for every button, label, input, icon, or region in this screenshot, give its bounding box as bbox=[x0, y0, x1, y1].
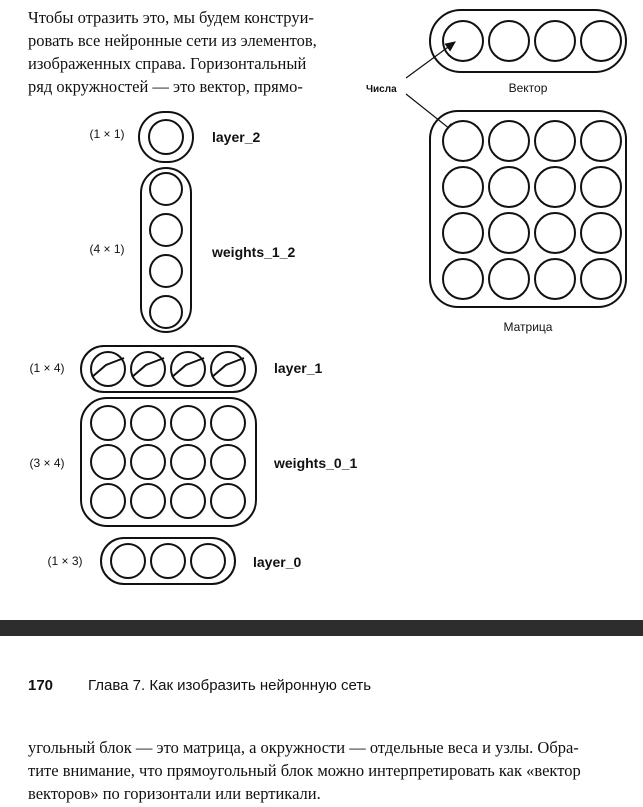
matrix-label: Матрица bbox=[504, 320, 553, 334]
continuation-line: тите внимание, что прямоугольный блок мо… bbox=[28, 761, 581, 780]
weights-0-1-dims: (3 × 4) bbox=[29, 456, 64, 470]
intro-line: Чтобы отразить это, мы будем конструи- bbox=[28, 8, 314, 27]
chapter-title: Глава 7. Как изобразить нейронную сеть bbox=[88, 677, 372, 694]
weights-1-2-block bbox=[140, 167, 192, 333]
numbers-label: Числа bbox=[366, 84, 397, 95]
layer-0-dims: (1 × 3) bbox=[47, 554, 82, 568]
intro-line: ряд окружностей — это вектор, прямо- bbox=[28, 77, 303, 96]
weights-1-2-label: weights_1_2 bbox=[211, 244, 295, 260]
layer-2-label: layer_2 bbox=[212, 129, 260, 145]
weights-0-1-label: weights_0_1 bbox=[273, 455, 357, 471]
arrow-to-vector bbox=[405, 41, 456, 79]
intro-line: изображенных справа. Горизонтальный bbox=[28, 54, 307, 73]
vector-example bbox=[429, 9, 627, 73]
continuation-line: векторов» по горизонтали или вертикали. bbox=[28, 784, 321, 803]
vector-label: Вектор bbox=[509, 81, 548, 95]
layer-2-dims: (1 × 1) bbox=[89, 127, 124, 141]
neural-network-figure: Вектор Числа Матрица (1 × 1) layer_2 bbox=[29, 9, 627, 585]
layer-2-block bbox=[138, 111, 194, 163]
arrow-to-matrix bbox=[405, 93, 456, 134]
weights-1-2-dims: (4 × 1) bbox=[89, 242, 124, 256]
layer-0-block bbox=[100, 537, 236, 585]
intro-line: ровать все нейронные сети из элементов, bbox=[28, 31, 317, 50]
page-number: 170 bbox=[28, 677, 54, 694]
page-divider bbox=[0, 620, 643, 636]
continuation-paragraph: угольный блок — это матрица, а окружност… bbox=[28, 736, 640, 805]
layer-1-block bbox=[80, 345, 257, 393]
matrix-example bbox=[429, 110, 627, 308]
weights-0-1-block bbox=[80, 397, 257, 527]
continuation-line: угольный блок — это матрица, а окружност… bbox=[28, 738, 579, 757]
layer-1-dims: (1 × 4) bbox=[29, 361, 64, 375]
intro-paragraph: Чтобы отразить это, мы будем конструи- р… bbox=[28, 6, 346, 98]
layer-1-label: layer_1 bbox=[274, 360, 322, 376]
layer-0-label: layer_0 bbox=[253, 554, 301, 570]
